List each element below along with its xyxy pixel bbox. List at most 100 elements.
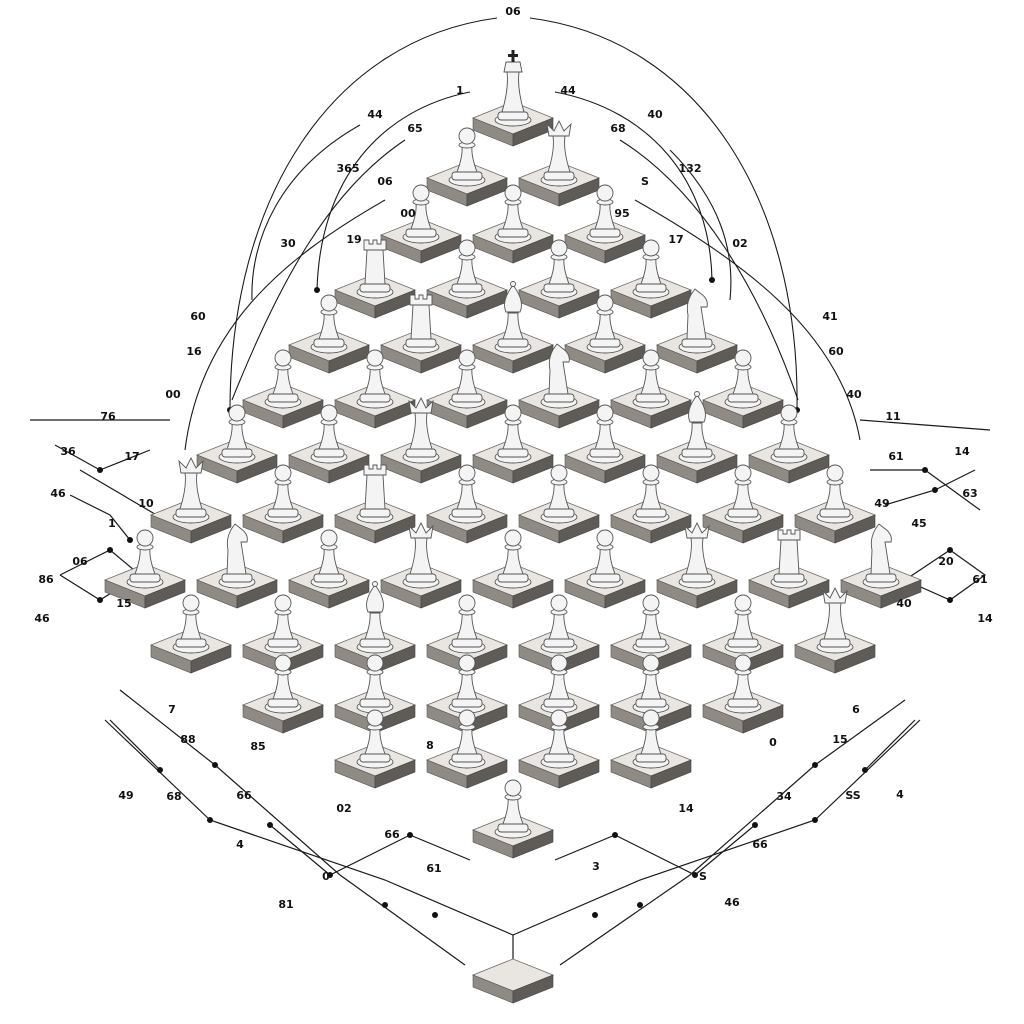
pedestal-tile: [609, 239, 693, 319]
number-label: 7: [168, 703, 176, 716]
number-label: 61: [426, 862, 441, 875]
pawn-icon: [448, 239, 486, 299]
pedestal-tile: [793, 464, 877, 544]
number-label: 46: [50, 487, 66, 500]
pawn-icon: [402, 184, 440, 244]
pedestal-tile: [563, 184, 647, 264]
connector-node: [157, 767, 163, 773]
tile-side: [190, 644, 232, 674]
connector-node: [812, 762, 818, 768]
pawn-icon: [540, 654, 578, 714]
tile-side: [512, 829, 554, 859]
connector-node: [752, 822, 758, 828]
connector-node: [212, 762, 218, 768]
pedestal-tile: [517, 464, 601, 544]
tile-side: [420, 454, 462, 484]
pedestal-tile: [241, 464, 325, 544]
tile-side: [282, 704, 324, 734]
tile-side: [558, 177, 600, 207]
tree-connector: [859, 419, 991, 431]
pawn-icon: [586, 294, 624, 354]
pedestal-tile: [747, 404, 831, 484]
pawn-icon: [356, 349, 394, 409]
number-label: 81: [278, 898, 293, 911]
pedestal-tile: [701, 464, 785, 544]
pedestal-tile: [747, 529, 831, 609]
pedestal-tile: [425, 654, 509, 734]
number-label: 132: [679, 162, 702, 175]
queen-icon: [402, 521, 440, 589]
number-label: 44: [367, 108, 383, 121]
pedestal-tile: [379, 521, 463, 609]
queen-icon: [816, 586, 854, 654]
tree-connector: [559, 699, 906, 966]
knight-icon: [540, 343, 578, 409]
tile-side: [512, 117, 554, 147]
bishop-icon: [356, 581, 394, 654]
pawn-icon: [218, 404, 256, 464]
number-label: 14: [954, 445, 970, 458]
connector-node: [127, 537, 133, 543]
tree-connector: [119, 689, 466, 966]
pawn-icon: [448, 464, 486, 524]
number-label: 60: [190, 310, 206, 323]
rook-icon: [770, 529, 808, 589]
pawn-icon: [632, 594, 670, 654]
pawn-icon: [586, 184, 624, 244]
pedestal-tile: [517, 119, 601, 207]
pedestal-tile: [701, 594, 785, 674]
number-label: S: [699, 870, 707, 883]
number-label: S: [641, 175, 649, 188]
number-label: 00: [400, 207, 416, 220]
pawn-icon: [724, 594, 762, 654]
pedestal-tile: [333, 349, 417, 429]
number-label: 40: [647, 108, 663, 121]
connector-node: [382, 902, 388, 908]
connector-node: [709, 277, 715, 283]
pawn-icon: [264, 464, 302, 524]
bishop-icon: [494, 281, 532, 354]
tree-connector: [864, 719, 916, 771]
number-label: 63: [962, 487, 977, 500]
number-label: 44: [560, 84, 576, 97]
arc-connector: [229, 17, 498, 411]
tile-side: [236, 579, 278, 609]
tile-side: [374, 514, 416, 544]
pawn-icon: [356, 709, 394, 769]
number-label: 46: [724, 896, 740, 909]
pawn-icon: [448, 709, 486, 769]
number-label: SS: [845, 789, 860, 802]
connector-node: [947, 597, 953, 603]
pawn-icon: [724, 654, 762, 714]
pedestal-tile: [471, 184, 555, 264]
connector-node: [612, 832, 618, 838]
pedestal-tile: [839, 523, 923, 609]
number-label: 68: [166, 790, 181, 803]
number-label: 66: [384, 828, 400, 841]
number-label: 11: [885, 410, 900, 423]
pawn-icon: [264, 654, 302, 714]
arc-connector: [619, 139, 799, 401]
pawn-icon: [586, 529, 624, 589]
arc-connector: [634, 199, 861, 441]
pawn-icon: [448, 654, 486, 714]
number-label: 15: [832, 733, 847, 746]
number-label: 68: [610, 122, 625, 135]
pawn-icon: [540, 709, 578, 769]
tile-side: [328, 454, 370, 484]
pedestal-tile: [287, 404, 371, 484]
pawn-icon: [494, 779, 532, 839]
number-label: 0: [322, 870, 330, 883]
pawn-icon: [586, 404, 624, 464]
number-label: 14: [678, 802, 694, 815]
pawn-icon: [494, 184, 532, 244]
connector-node: [592, 912, 598, 918]
pawn-icon: [816, 464, 854, 524]
connector-node: [207, 817, 213, 823]
number-label: 30: [280, 237, 296, 250]
queen-icon: [540, 119, 578, 187]
connector-node: [97, 597, 103, 603]
pedestal-tile: [609, 709, 693, 789]
pawn-icon: [448, 349, 486, 409]
